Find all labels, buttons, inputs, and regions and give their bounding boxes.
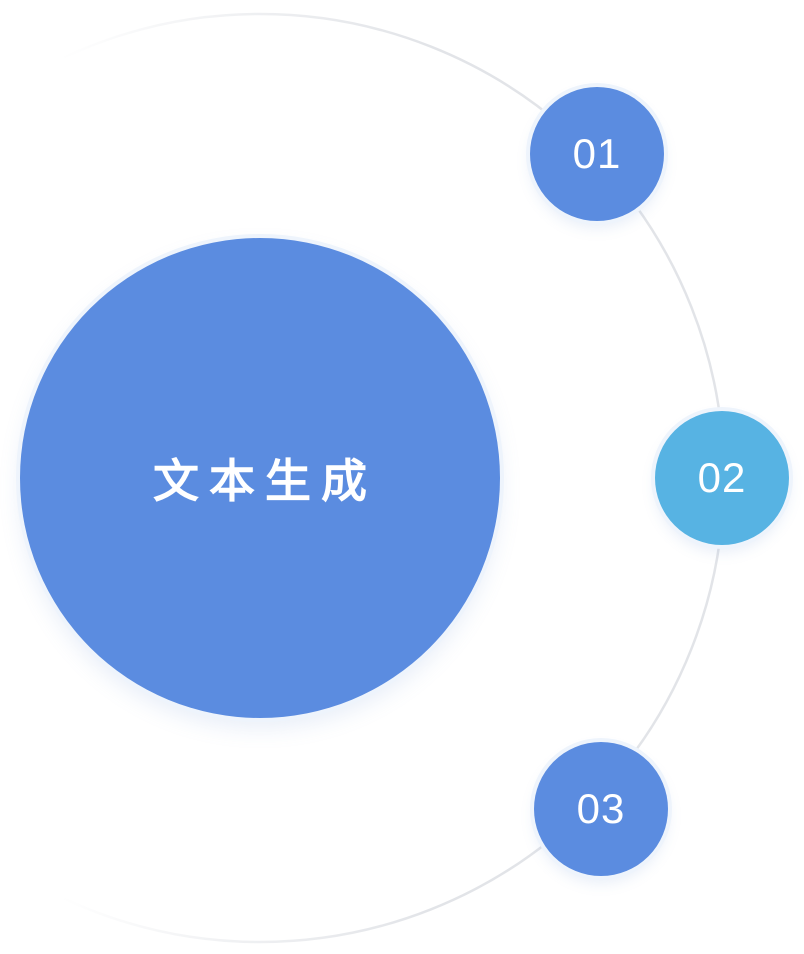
step-node-02-label: 02 — [697, 454, 747, 501]
center-node-text-generation: 文本生成 — [20, 238, 500, 718]
center-node-label: 文本生成 — [153, 455, 377, 507]
step-node-01: 01 — [530, 87, 664, 221]
step-node-02: 02 — [655, 411, 789, 545]
step-node-01-label: 01 — [572, 130, 622, 177]
step-node-03-label: 03 — [576, 785, 626, 832]
step-node-03: 03 — [534, 742, 668, 876]
